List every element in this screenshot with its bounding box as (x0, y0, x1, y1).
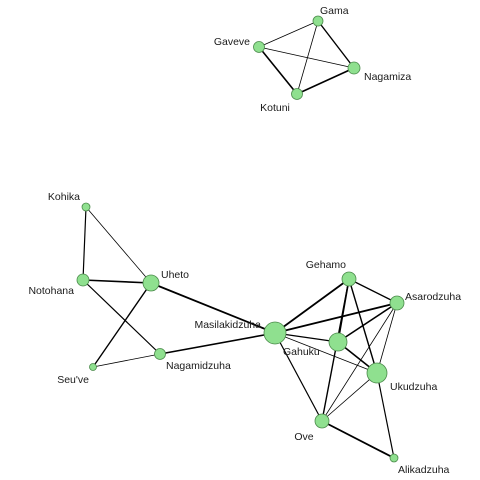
node-gama[interactable] (312, 15, 324, 27)
node-masilakidzuha[interactable] (263, 321, 287, 345)
node-label-masilakidzuha: Masilakidzuha (194, 319, 261, 331)
node-label-kohika: Kohika (48, 191, 80, 203)
edge-notohana-nagamidzuha (82, 279, 161, 355)
node-label-ukudzuha: Ukudzuha (390, 381, 437, 393)
node-kotuni[interactable] (291, 88, 303, 100)
edge-ukudzuha-ove (321, 372, 378, 422)
edge-uheto-masilakidzuha (150, 282, 276, 334)
edge-nagamidzuha-masilakidzuha (159, 332, 276, 355)
edge-kohika-uheto (85, 206, 152, 284)
node-notohana[interactable] (76, 273, 90, 287)
edge-nagamiza-kotuni (296, 67, 355, 95)
edge-gehamo-asarodzuha (348, 278, 398, 304)
node-label-nagamiza: Nagamiza (364, 71, 411, 83)
node-label-gama: Gama (320, 5, 349, 17)
node-gehamo[interactable] (341, 271, 357, 287)
edge-masilakidzuha-ukudzuha (274, 332, 378, 374)
edge-masilakidzuha-ove (274, 332, 323, 422)
edge-gaveve-kotuni (258, 46, 298, 95)
edge-notohana-uheto (82, 279, 152, 284)
edge-uheto-seuve (92, 282, 152, 368)
node-ukudzuha[interactable] (366, 362, 388, 384)
node-kohika[interactable] (81, 202, 91, 212)
node-gahuku[interactable] (328, 332, 348, 352)
node-label-ove: Ove (294, 431, 313, 443)
node-nagamidzuha[interactable] (154, 348, 166, 360)
node-alikadzuha[interactable] (389, 453, 399, 463)
node-label-nagamidzuha: Nagamidzuha (166, 360, 231, 372)
node-uheto[interactable] (142, 274, 160, 292)
nodes-layer (76, 15, 405, 463)
edge-gaveve-nagamiza (258, 46, 355, 69)
node-seuve[interactable] (89, 363, 97, 371)
node-label-gaveve: Gaveve (214, 36, 250, 48)
node-label-seuve: Seu've (57, 374, 89, 386)
edge-asarodzuha-gahuku (337, 302, 398, 343)
node-label-kotuni: Kotuni (260, 102, 290, 114)
edge-masilakidzuha-asarodzuha (274, 302, 398, 334)
node-label-gahuku: Gahuku (283, 346, 320, 358)
edge-asarodzuha-ukudzuha (376, 302, 398, 374)
node-label-uheto: Uheto (161, 269, 189, 281)
node-ove[interactable] (314, 413, 330, 429)
edges-layer (82, 20, 398, 459)
node-asarodzuha[interactable] (389, 295, 405, 311)
edge-gama-nagamiza (317, 20, 355, 69)
edge-ukudzuha-alikadzuha (376, 372, 395, 459)
node-label-asarodzuha: Asarodzuha (405, 291, 461, 303)
edge-seuve-nagamidzuha (92, 353, 161, 368)
edge-kohika-notohana (82, 206, 87, 281)
node-gaveve[interactable] (253, 41, 265, 53)
edge-asarodzuha-ove (321, 302, 398, 422)
edge-gama-gaveve (258, 20, 319, 48)
edge-masilakidzuha-gehamo (274, 278, 350, 334)
node-label-notohana: Notohana (28, 285, 74, 297)
node-label-alikadzuha: Alikadzuha (398, 464, 450, 476)
node-nagamiza[interactable] (347, 61, 361, 75)
node-label-gehamo: Gehamo (306, 259, 346, 271)
edge-ove-alikadzuha (321, 420, 395, 459)
